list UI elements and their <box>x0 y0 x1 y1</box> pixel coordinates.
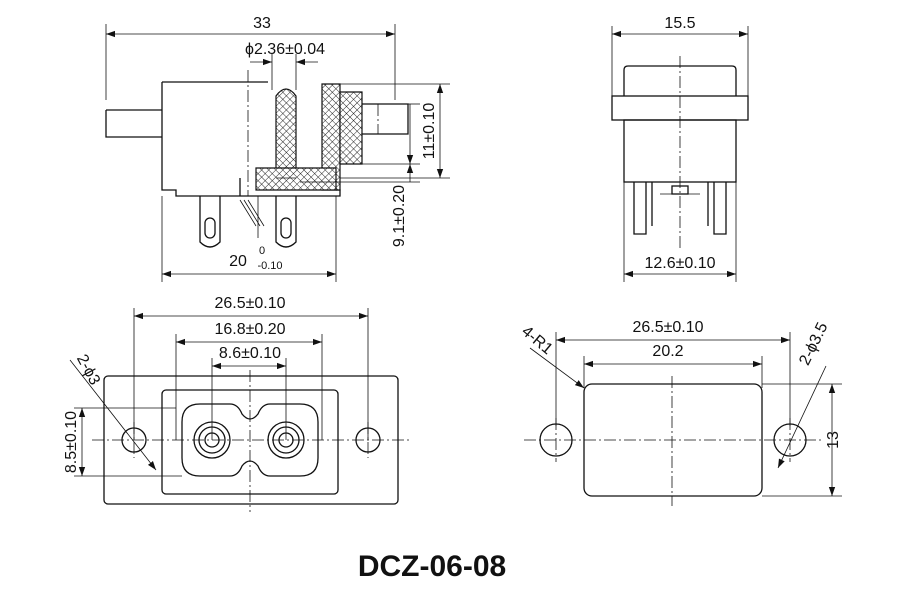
dim-flange-height: 11±0.10 <box>421 103 438 160</box>
dim-body-length: 20 <box>229 253 247 270</box>
dim-overall-length: 33 <box>253 15 271 32</box>
dim-cutout-height: 13 <box>825 431 842 449</box>
dim-pin-pitch: 8.6±0.10 <box>219 345 281 362</box>
dim-flange-width: 15.5 <box>664 15 695 32</box>
dim-cutout-width: 20.2 <box>652 343 683 360</box>
dim-body-tol-upper: 0 <box>259 245 265 257</box>
dim-pin-diameter: ϕ2.36±0.04 <box>245 41 325 58</box>
dim-body-width: 12.6±0.10 <box>644 255 715 272</box>
side-view: 33 ϕ2.36±0.04 11±0. <box>105 15 450 282</box>
dim-socket-width: 16.8±0.20 <box>214 321 285 338</box>
part-number-title: DCZ-06-08 <box>358 550 506 583</box>
dim-body-tol-lower: -0.10 <box>257 260 282 272</box>
dim-hole-pitch: 26.5±0.10 <box>632 319 703 336</box>
dim-cutout-holes: 2-ϕ3.5 <box>796 320 831 368</box>
dim-flange-height-front: 8.5±0.10 <box>63 411 80 473</box>
front-view: 26.5±0.10 16.8±0.20 8.6±0.10 2- <box>63 295 410 512</box>
dim-pin-offset: 9.1±0.20 <box>391 185 408 247</box>
end-view: 15.5 12.6±0.10 <box>611 15 749 282</box>
dim-mount-pitch: 26.5±0.10 <box>214 295 285 312</box>
panel-cutout-view: 26.5±0.10 20.2 4-R1 2-ϕ3.5 13 <box>518 319 842 506</box>
